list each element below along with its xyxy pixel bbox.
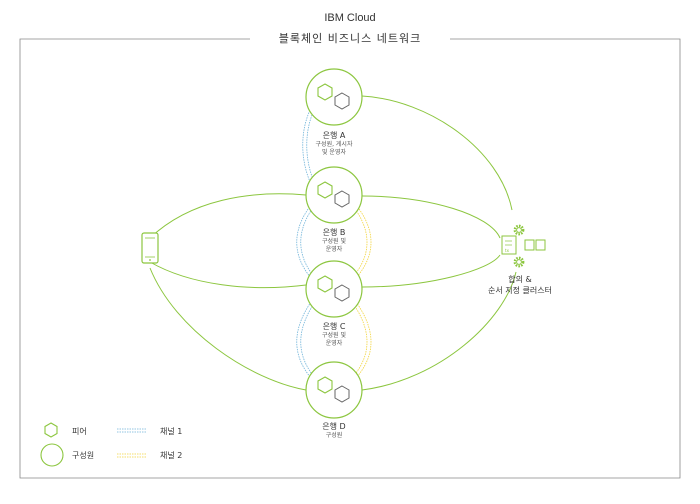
peer-icon bbox=[317, 275, 333, 293]
orderer-label: 합의 & 순서 지정 클러스터 bbox=[470, 274, 570, 296]
bank-d-node[interactable] bbox=[305, 361, 363, 419]
peer-icon bbox=[317, 376, 333, 394]
bank-c-role-2: 운영자 bbox=[325, 340, 343, 347]
member-hex-icon bbox=[334, 385, 350, 403]
legend-channel-1-label: 채널 1 bbox=[160, 427, 183, 436]
gear-icon bbox=[513, 224, 525, 236]
orderer-cluster-icon[interactable]: tx bbox=[501, 224, 546, 268]
peer-icon bbox=[317, 83, 333, 101]
legend-member-icon bbox=[40, 443, 64, 467]
member-hex-icon bbox=[334, 190, 350, 208]
bank-b-label: 은행 B 구성원 및 운영자 bbox=[294, 227, 374, 254]
legend-peer-icon bbox=[44, 422, 58, 438]
bank-d-name: 은행 D bbox=[322, 422, 346, 431]
svg-text:tx: tx bbox=[505, 248, 510, 253]
legend bbox=[40, 422, 147, 467]
bank-c-role-1: 구성원 및 bbox=[322, 332, 346, 339]
bank-a-label: 은행 A 구성원, 게시자 및 운영자 bbox=[294, 130, 374, 157]
bank-a-role-1: 구성원, 게시자 bbox=[315, 141, 353, 148]
mobile-device-icon[interactable] bbox=[141, 232, 159, 264]
legend-channel-1-line bbox=[117, 428, 147, 433]
bank-b-role-2: 운영자 bbox=[325, 246, 343, 253]
block-icon bbox=[535, 239, 546, 251]
orderer-label-line-1: 합의 & bbox=[508, 275, 532, 284]
bank-c-node[interactable] bbox=[305, 260, 363, 318]
channel-2-lines bbox=[351, 204, 372, 379]
bank-d-role-1: 구성원 bbox=[325, 432, 343, 439]
legend-channel-2-label: 채널 2 bbox=[160, 451, 183, 460]
orderer-label-line-2: 순서 지정 클러스터 bbox=[488, 286, 552, 295]
bank-b-role-1: 구성원 및 bbox=[322, 238, 346, 245]
bank-a-role-2: 및 운영자 bbox=[322, 149, 346, 156]
legend-member-label: 구성원 bbox=[72, 451, 95, 460]
block-icon bbox=[524, 239, 535, 251]
member-hex-icon bbox=[334, 92, 350, 110]
legend-peer-label: 피어 bbox=[72, 427, 87, 436]
bank-c-label: 은행 C 구성원 및 운영자 bbox=[294, 321, 374, 348]
legend-channel-2-line bbox=[117, 453, 147, 458]
bank-b-node[interactable] bbox=[305, 166, 363, 224]
gear-icon bbox=[513, 256, 525, 268]
diagram-title: IBM Cloud bbox=[324, 12, 376, 24]
cloud-frame bbox=[19, 38, 681, 479]
bank-b-name: 은행 B bbox=[322, 228, 346, 237]
bank-d-label: 은행 D 구성원 bbox=[294, 421, 374, 440]
network-name: 블록체인 비즈니스 네트워크 bbox=[278, 32, 422, 45]
peer-icon bbox=[317, 181, 333, 199]
bank-c-name: 은행 C bbox=[322, 322, 346, 331]
member-connections bbox=[149, 95, 517, 391]
bank-a-name: 은행 A bbox=[322, 131, 346, 140]
bank-a-node[interactable] bbox=[305, 68, 363, 126]
member-hex-icon bbox=[334, 284, 350, 302]
